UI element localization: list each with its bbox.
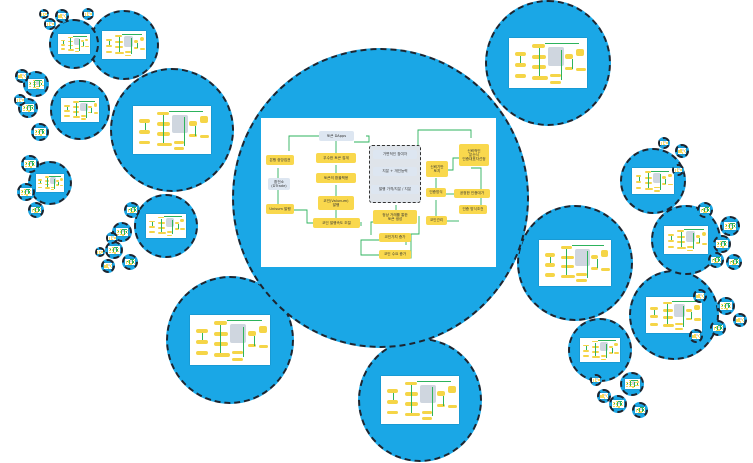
node-central-authority: 은행 중앙집권 xyxy=(266,155,294,165)
diagram-thumbnail xyxy=(190,315,270,365)
diagram-thumbnail xyxy=(720,302,732,310)
node-trust-authority: 신뢰적인 분산식 인증대표자선정 xyxy=(459,144,489,166)
diagram-thumbnail xyxy=(57,13,67,19)
node-coin-audit: 코인관리 xyxy=(426,216,447,225)
diagram-thumbnail xyxy=(84,11,92,17)
diagram-thumbnail xyxy=(40,12,48,16)
diagram-thumbnail xyxy=(36,174,64,192)
diagram-thumbnail xyxy=(16,97,24,103)
diagram-thumbnail xyxy=(34,128,46,136)
diagram-thumbnail xyxy=(27,78,45,90)
diagram-thumbnail xyxy=(108,235,116,241)
node-real-holder: 가변적인 참여자 xyxy=(373,150,417,159)
diagram-thumbnail xyxy=(723,222,737,230)
diagram-thumbnail xyxy=(691,333,701,339)
node-coin-issue: 코인(Valunum) 발행 xyxy=(318,196,354,210)
diagram-thumbnail xyxy=(102,31,146,59)
diagram-thumbnail xyxy=(133,105,211,155)
decorative-bubble xyxy=(134,194,198,258)
node-defi: 토큰 DApps xyxy=(319,131,354,141)
diagram-thumbnail xyxy=(103,263,113,269)
diagram-thumbnail xyxy=(580,337,620,363)
diagram-thumbnail xyxy=(61,98,99,122)
node-coin-value-up: 코인가치 증가 xyxy=(379,233,411,242)
node-unisum: Unisum 발행 xyxy=(266,204,294,214)
diagram-thumbnail xyxy=(21,104,35,112)
node-fair-auth: 공정한 인증대가 xyxy=(454,189,490,198)
diagram-thumbnail xyxy=(96,250,104,254)
diagram-thumbnail xyxy=(635,406,645,414)
diagram-thumbnail xyxy=(660,140,668,146)
diagram-thumbnail xyxy=(713,324,723,332)
node-excellent-token: 우수한 토큰 집계 xyxy=(316,153,356,163)
node-exchange: 환전소 (DTrade) xyxy=(268,178,290,190)
diagram-thumbnail xyxy=(108,246,120,254)
diagram-thumbnail xyxy=(716,240,728,248)
node-coin-demand-up: 코인 수요 증가 xyxy=(379,250,411,259)
diagram-thumbnail xyxy=(624,379,640,389)
diagram-thumbnail xyxy=(729,258,739,266)
decorative-bubble xyxy=(49,19,99,69)
diagram-thumbnail xyxy=(46,21,54,27)
diagram-thumbnail xyxy=(538,240,612,286)
diagram-thumbnail xyxy=(612,400,624,408)
diagram-thumbnail xyxy=(20,188,32,196)
diagram-thumbnail xyxy=(146,213,186,239)
node-coin-issue-adjust: 코인 발행속도 조절 xyxy=(313,218,360,228)
diagram-thumbnail xyxy=(127,206,137,214)
diagram-thumbnail xyxy=(125,258,135,266)
diagram-thumbnail xyxy=(645,297,703,333)
node-expertise: 지분 + 개인능력 xyxy=(373,167,417,176)
diagram-thumbnail xyxy=(695,293,705,299)
node-token-reward: 토큰의 환율책용 xyxy=(316,173,356,183)
diagram-thumbnail xyxy=(677,148,687,154)
main-diagram: 은행 중앙집권 환전소 (DTrade) Unisum 발행 토큰 DApps … xyxy=(261,118,496,267)
diagram-thumbnail xyxy=(664,226,708,254)
diagram-thumbnail xyxy=(592,377,600,383)
diagram-thumbnail xyxy=(115,228,129,236)
diagram-thumbnail xyxy=(700,206,710,214)
diagram-thumbnail xyxy=(508,38,588,88)
diagram-thumbnail xyxy=(674,167,682,173)
node-auth-method: 인증방식 xyxy=(426,188,446,197)
diagram-thumbnail xyxy=(711,256,721,264)
diagram-thumbnail xyxy=(17,73,27,79)
node-issuance-limit: 발행 가격/지분 / 지분 xyxy=(371,185,419,194)
diagram-thumbnail xyxy=(599,393,609,399)
diagram-thumbnail xyxy=(58,34,90,54)
diagram-thumbnail xyxy=(735,317,745,323)
node-auth-check: 인증 방식조건 xyxy=(459,205,487,214)
diagram-thumbnail xyxy=(24,160,36,168)
diagram-thumbnail xyxy=(381,375,459,425)
diagram-thumbnail xyxy=(31,206,41,214)
node-fair-trade: 정상 거래를 통한 토큰 생성 xyxy=(373,210,417,224)
node-trust-node: 신뢰기반 토지 xyxy=(426,161,448,177)
diagram-thumbnail xyxy=(632,168,674,194)
